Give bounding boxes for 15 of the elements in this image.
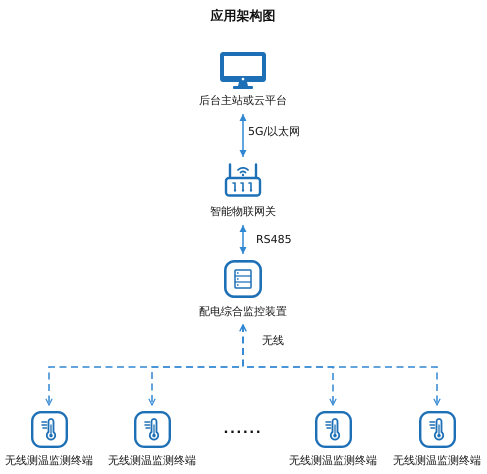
node-label: 后台主站或云平台	[199, 94, 287, 108]
node-label: 配电综合监控装置	[199, 305, 287, 319]
node-label: 无线测温监测终端	[5, 454, 93, 468]
edge-label: 5G/以太网	[248, 125, 300, 139]
node-label: 智能物联网关	[210, 205, 276, 219]
arrow	[240, 114, 246, 157]
dashed-arrow	[239, 324, 441, 406]
ellipsis: ......	[224, 423, 262, 437]
edge-label: RS485	[256, 233, 292, 247]
node-label: 无线测温监测终端	[393, 454, 481, 468]
arrow	[240, 225, 246, 254]
edge-label: 无线	[262, 334, 284, 348]
node-label: 无线测温监测终端	[108, 454, 196, 468]
node-label: 无线测温监测终端	[289, 454, 377, 468]
title: 应用架构图	[210, 9, 276, 25]
